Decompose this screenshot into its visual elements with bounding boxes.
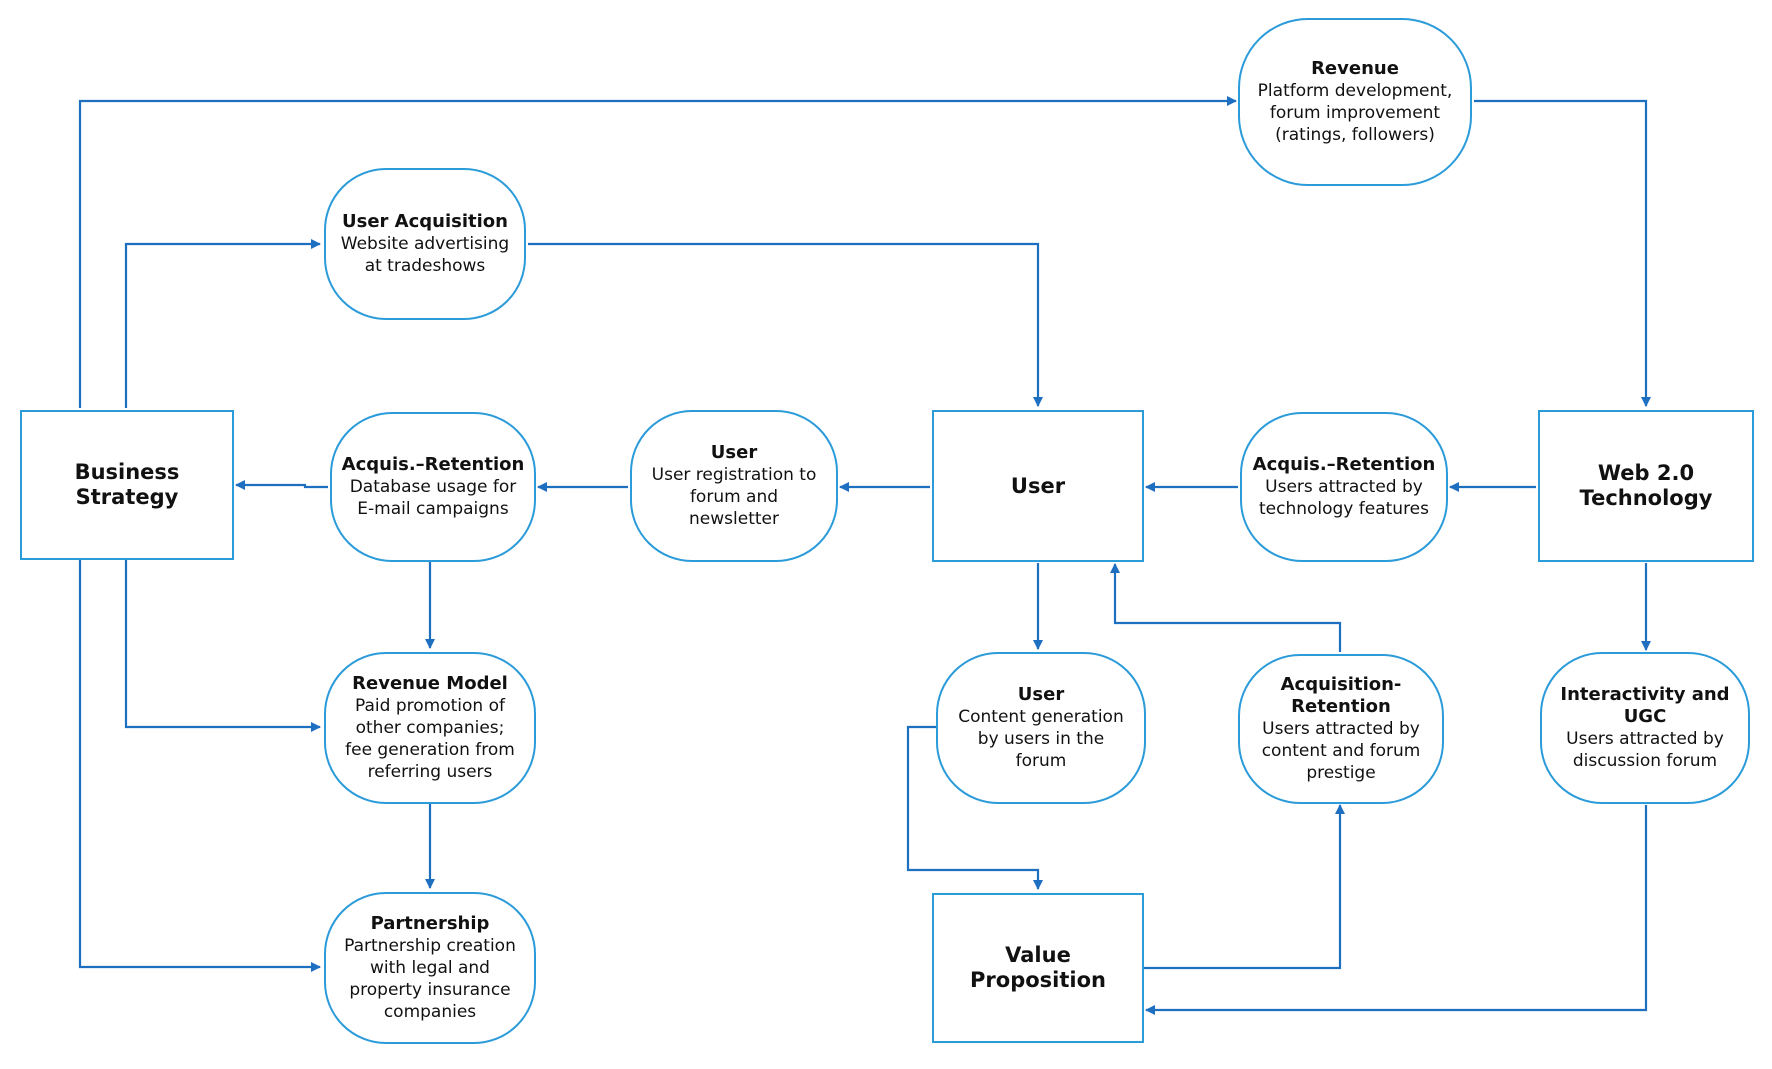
arrow-acq-ret-email-to-strategy xyxy=(235,480,328,490)
revenue-description: Platform development,forum improvement(r… xyxy=(1257,81,1453,145)
user-box: User xyxy=(932,410,1144,562)
acq-ret-content-title: Acquisition-Retention xyxy=(1280,674,1402,717)
arrow-strategy-to-revenue-model xyxy=(124,560,321,732)
arrow-user-acquisition-to-user xyxy=(528,242,1043,407)
user-content-title: User xyxy=(1017,684,1065,705)
user-acquisition-title: User Acquisition xyxy=(342,211,508,232)
arrow-value-proposition-to-acq-ret-content xyxy=(1144,804,1345,970)
arrow-strategy-to-revenue xyxy=(78,96,1237,408)
revenue-node: Revenue Platform development,forum impro… xyxy=(1238,18,1472,186)
partnership-title: Partnership xyxy=(370,913,490,934)
arrow-strategy-to-partnership xyxy=(78,560,321,972)
user-box-title: User xyxy=(1010,473,1066,498)
revenue-title: Revenue xyxy=(1311,58,1399,79)
arrow-revenue-to-web20 xyxy=(1474,99,1651,407)
user-registration-title: User xyxy=(710,442,758,463)
acq-ret-tech-title: Acquis.–Retention xyxy=(1252,454,1436,475)
arrow-interactivity-to-value-proposition xyxy=(1145,805,1648,1015)
arrow-strategy-to-user-acquisition xyxy=(124,239,321,408)
revenue-model-title: Revenue Model xyxy=(352,673,508,694)
acq-ret-email-title: Acquis.–Retention xyxy=(341,454,525,475)
arrow-acq-ret-content-to-user xyxy=(1110,563,1342,652)
arrow-user-content-to-value-proposition xyxy=(906,725,1043,890)
acq-ret-content-node: Acquisition-Retention Users attracted by… xyxy=(1238,654,1444,804)
